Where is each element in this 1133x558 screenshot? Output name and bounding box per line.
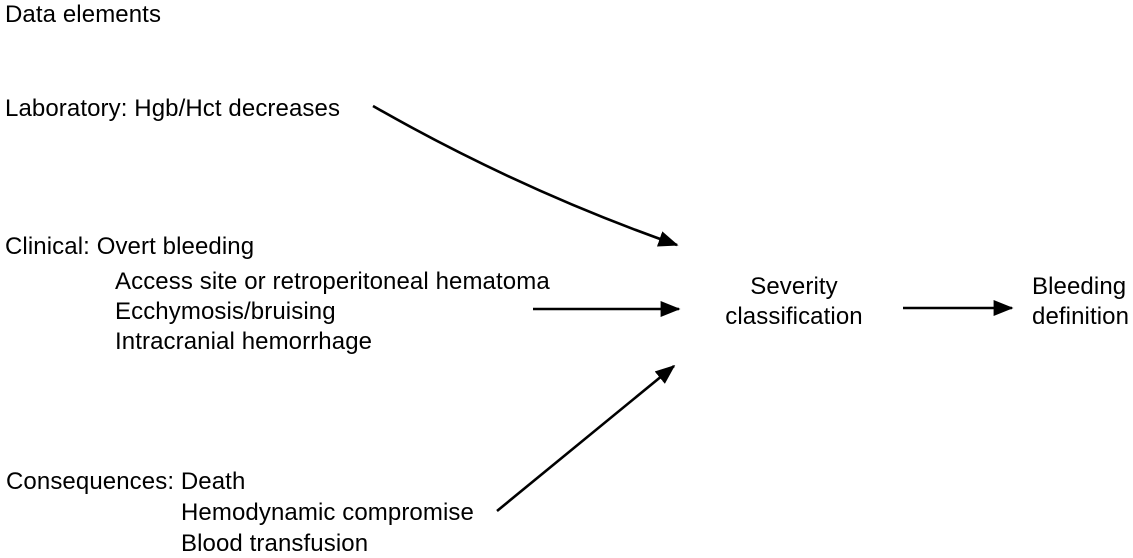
clinical-items: Access site or retroperitoneal hematoma … (115, 267, 550, 357)
clinical-label: Clinical: Overt bleeding (5, 233, 255, 260)
consequences-label: Consequences: Death (6, 468, 246, 495)
consequences-item: Blood transfusion (181, 530, 369, 557)
consequences-item: Hemodynamic compromise (181, 499, 474, 526)
severity-classification-node: Severity classification (713, 272, 875, 332)
diagram-title: Data elements (5, 1, 162, 28)
bleeding-definition-line1: Bleeding (1032, 273, 1127, 300)
severity-classification-line2: classification (725, 303, 863, 330)
clinical-item: Intracranial hemorrhage (115, 328, 373, 355)
bleeding-definition-line2: definition (1032, 303, 1130, 330)
clinical-item: Access site or retroperitoneal hematoma (115, 268, 550, 295)
consequences-items: Hemodynamic compromise Blood transfusion (181, 497, 474, 558)
laboratory-label: Laboratory: Hgb/Hct decreases (5, 95, 341, 122)
severity-classification-line1: Severity (750, 273, 838, 300)
clinical-item: Ecchymosis/bruising (115, 298, 336, 325)
bleeding-definition-node: Bleeding definition (1032, 272, 1129, 332)
arrow-consequences-to-severity (496, 364, 676, 513)
arrow-laboratory-to-severity (372, 104, 679, 247)
